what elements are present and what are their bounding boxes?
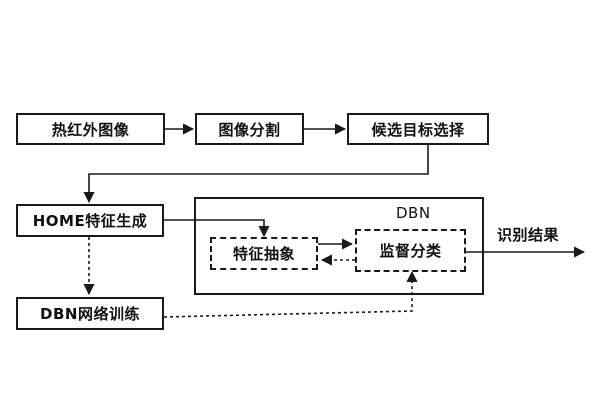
node-home-feature: HOME特征生成 (16, 204, 164, 237)
node-supervised-classification-label: 监督分类 (379, 242, 442, 260)
arrow-training-to-classification (163, 270, 418, 318)
node-home-feature-label: HOME特征生成 (32, 212, 148, 230)
node-feature-abstraction: 特征抽象 (210, 237, 318, 270)
node-thermal-image: 热红外图像 (16, 113, 165, 145)
node-dbn-training: DBN网络训练 (16, 297, 164, 330)
node-candidate-selection: 候选目标选择 (347, 113, 489, 145)
node-candidate-selection-label: 候选目标选择 (371, 120, 465, 139)
dbn-group-frame (194, 197, 484, 295)
node-dbn-training-label: DBN网络训练 (40, 305, 140, 323)
node-feature-abstraction-label: 特征抽象 (232, 245, 295, 263)
node-supervised-classification: 监督分类 (355, 229, 466, 272)
arrow-home-to-abstraction (164, 219, 270, 238)
node-image-segmentation: 图像分割 (195, 113, 304, 145)
node-thermal-image-label: 热红外图像 (51, 120, 130, 139)
arrow-candidate-to-home (83, 145, 429, 204)
output-result-label: 识别结果 (497, 226, 560, 244)
dbn-group-title: DBN (396, 204, 431, 222)
node-image-segmentation-label: 图像分割 (218, 120, 281, 139)
